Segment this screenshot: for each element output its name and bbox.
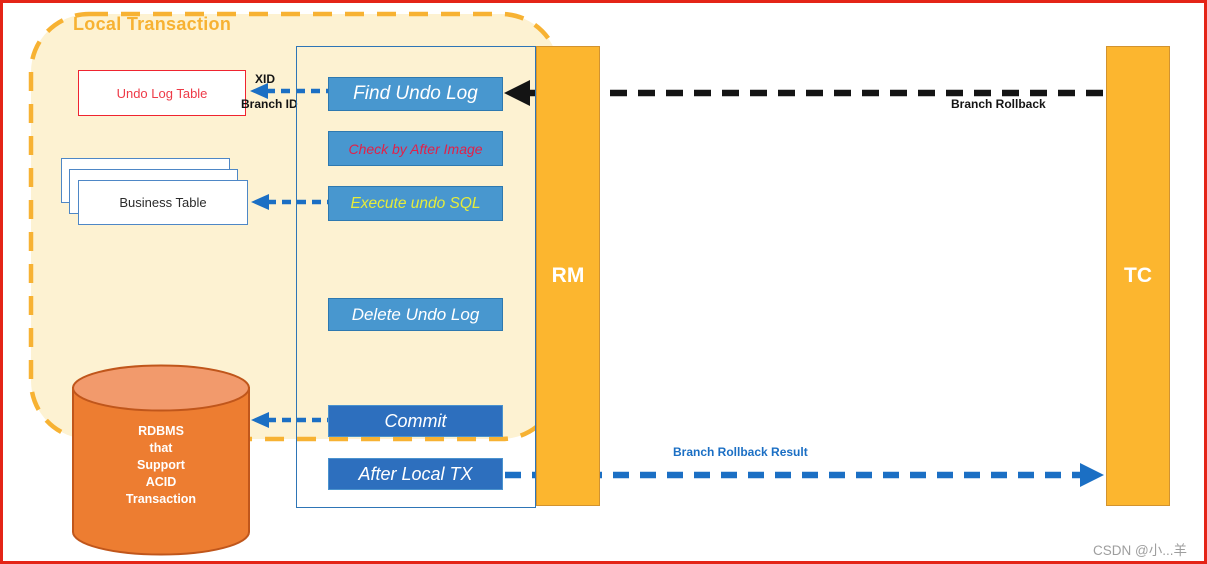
tc-lifeline-bar: TC: [1106, 46, 1170, 506]
business-table-box: Business Table: [78, 180, 248, 225]
business-table-label: Business Table: [119, 195, 207, 210]
branch-rollback-result-label: Branch Rollback Result: [673, 445, 808, 459]
delete-undo-log-label: Delete Undo Log: [351, 304, 480, 324]
check-by-after-image-label: Check by After Image: [348, 140, 483, 157]
rdbms-text-line: ACID: [145, 475, 177, 489]
local-transaction-title: Local Transaction: [73, 14, 232, 34]
commit-label: Commit: [384, 410, 447, 431]
find-undo-log-box: Find Undo Log: [328, 77, 503, 111]
rm-label: RM: [551, 264, 585, 287]
rm-steps-container: [296, 46, 536, 508]
commit-box: Commit: [328, 405, 503, 437]
execute-undo-sql-label: Execute undo SQL: [350, 194, 481, 212]
execute-undo-sql-box: Execute undo SQL: [328, 186, 503, 221]
rdbms-text-line: Support: [137, 458, 185, 472]
undo-log-table-box: Undo Log Table: [78, 70, 246, 116]
xid-label: XID: [255, 72, 276, 86]
check-by-after-image-box: Check by After Image: [328, 131, 503, 166]
find-undo-log-label: Find Undo Log: [353, 83, 478, 104]
delete-undo-log-box: Delete Undo Log: [328, 298, 503, 331]
csdn-watermark: CSDN @小...羊: [1093, 543, 1187, 558]
rdbms-text-line: that: [149, 441, 173, 455]
branch-rollback-label: Branch Rollback: [951, 97, 1046, 111]
undo-log-table-label: Undo Log Table: [116, 85, 208, 101]
rm-lifeline-bar: RM: [536, 46, 600, 506]
rdbms-text-line: Transaction: [125, 492, 197, 506]
branch-id-label: Branch ID: [241, 97, 298, 111]
commit-db-arrowhead: [251, 412, 269, 428]
branch-rollback-arrowhead: [504, 80, 530, 106]
rdbms-cylinder-top: [72, 364, 250, 412]
after-local-tx-label: After Local TX: [358, 463, 473, 484]
rdbms-text: RDBMS that Support ACID Transaction: [89, 423, 233, 508]
branch-rollback-result-arrowhead: [1080, 463, 1104, 487]
diagram-shapes-layer: [28, 11, 1106, 556]
after-local-tx-box: After Local TX: [328, 458, 503, 490]
business-table-arrowhead: [251, 194, 269, 210]
rdbms-text-line: RDBMS: [138, 424, 184, 438]
tc-label: TC: [1124, 264, 1152, 287]
rdbms-cylinder-body: [72, 387, 250, 556]
undo-log-arrowhead: [250, 83, 268, 99]
